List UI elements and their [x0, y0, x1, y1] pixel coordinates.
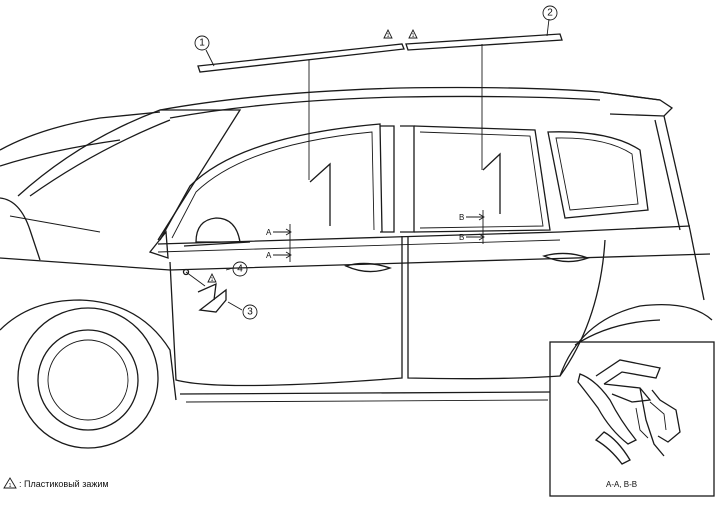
svg-text:3: 3: [247, 307, 253, 318]
callout-3: 3: [242, 304, 258, 320]
clip-marker-icon: [383, 28, 393, 39]
sash-cover-part: [197, 282, 227, 313]
section-label-b-lower: B: [459, 233, 464, 242]
svg-text:1: 1: [9, 483, 12, 489]
legend: 1 : Пластиковый зажим: [3, 477, 109, 489]
clip-marker-icon: [207, 272, 217, 283]
section-label-a-lower: A: [266, 251, 272, 260]
svg-text:4: 4: [237, 264, 243, 275]
legend-text: : Пластиковый зажим: [19, 479, 109, 489]
front-molding-strip: [197, 43, 405, 73]
svg-text:1: 1: [412, 33, 415, 39]
svg-text:1: 1: [199, 38, 205, 49]
callout-1: 1: [194, 35, 210, 51]
rear-molding-strip: [405, 33, 563, 51]
section-label-a-upper: A: [266, 228, 272, 237]
section-mark-b: B B: [459, 210, 485, 244]
callout-2: 2: [542, 5, 558, 21]
triangle-clip-icon: [3, 477, 17, 489]
inset-caption: A-A, B-B: [606, 480, 637, 489]
car-body-outline: [0, 86, 713, 449]
section-label-b-upper: B: [459, 213, 464, 222]
callout-4: 4: [232, 261, 248, 277]
clip-marker-icon: [408, 28, 418, 39]
svg-text:1: 1: [387, 33, 390, 39]
svg-text:2: 2: [547, 8, 553, 19]
svg-text:1: 1: [211, 277, 214, 283]
section-inset: A-A, B-B: [549, 341, 715, 497]
screw-part: [182, 268, 190, 276]
section-mark-a: A A: [266, 224, 292, 262]
